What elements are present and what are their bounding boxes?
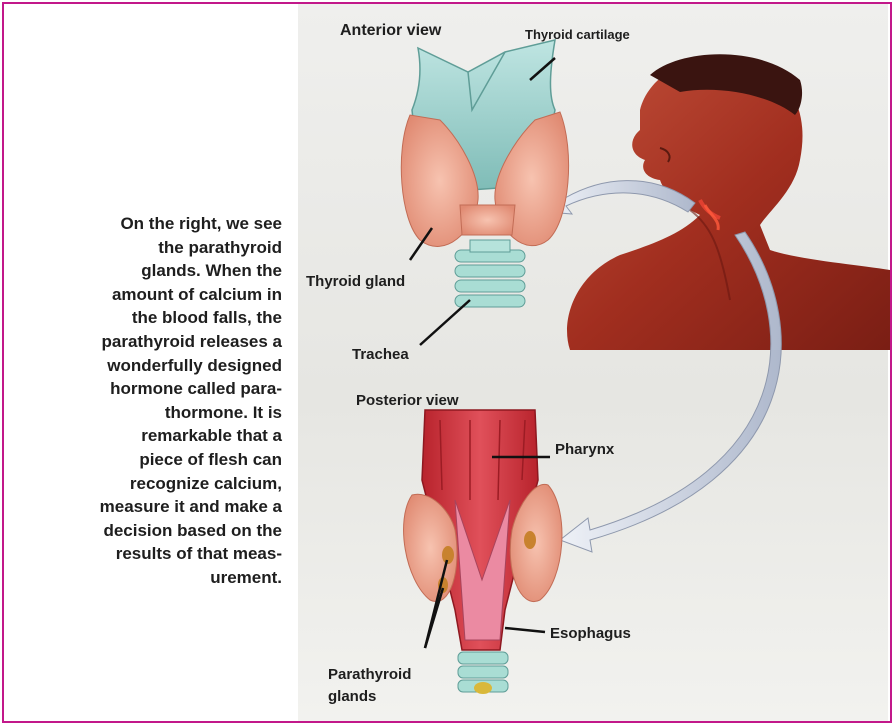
- posterior-view: [404, 410, 562, 694]
- human-figure: [567, 54, 890, 350]
- label-parathyroid-line1: Parathyroid: [328, 664, 411, 686]
- label-posterior-view: Posterior view: [356, 392, 459, 409]
- label-parathyroid-glands: Parathyroid glands: [328, 664, 411, 708]
- anterior-thyroid: [401, 40, 568, 307]
- leader-trachea: [420, 300, 470, 345]
- label-thyroid-gland: Thyroid gland: [306, 273, 405, 290]
- label-thyroid-cartilage: Thyroid cartilage: [525, 27, 630, 42]
- leader-esophagus: [505, 628, 545, 632]
- label-esophagus: Esophagus: [550, 625, 631, 642]
- label-anterior-view: Anterior view: [340, 22, 441, 40]
- label-pharynx: Pharynx: [555, 441, 614, 458]
- label-trachea: Trachea: [352, 346, 409, 363]
- label-parathyroid-line2: glands: [328, 686, 411, 708]
